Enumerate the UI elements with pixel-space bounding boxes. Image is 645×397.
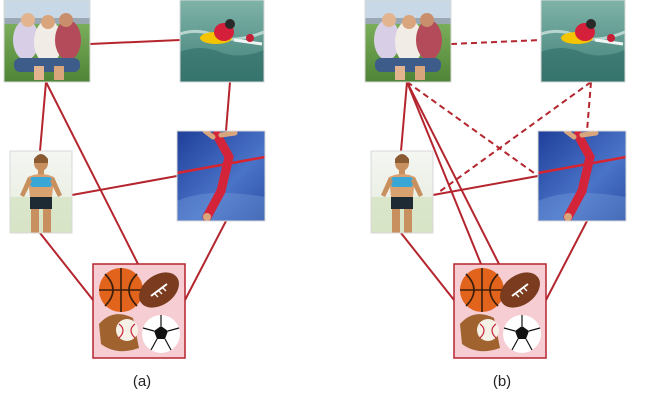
athletes-group-image — [365, 0, 451, 82]
high-jumper-image — [538, 131, 626, 221]
jetski-rider-frame — [179, 0, 265, 83]
edge-a-high-jumper-to-sports-balls-solid — [184, 220, 227, 301]
node-a-high-jumper — [176, 130, 266, 222]
nodes-layer — [3, 0, 627, 359]
sports-balls-image — [93, 264, 185, 358]
edge-a-fitness-woman-to-high-jumper-solid — [71, 175, 178, 196]
node-b-fitness-woman — [370, 150, 434, 234]
node-a-fitness-woman — [9, 150, 73, 234]
fitness-woman-image — [10, 151, 72, 233]
edge-b-athletes-group-to-sports-balls-solid — [406, 81, 500, 265]
node-b-sports-balls — [453, 263, 547, 359]
edge-b-jetski-rider-to-fitness-woman-dashed — [438, 81, 592, 193]
athletes-group-image — [4, 0, 90, 82]
high-jumper-frame — [537, 130, 627, 222]
fitness-woman-image — [371, 151, 433, 233]
edge-b-fitness-woman-to-high-jumper-solid — [432, 175, 539, 196]
edge-b-athletes-group-to-jetski-rider-dashed — [450, 39, 542, 45]
node-b-jetski-rider — [540, 0, 626, 83]
jetski-rider-frame — [540, 0, 626, 83]
edge-a-fitness-woman-to-sports-balls-solid — [39, 232, 94, 301]
edge-a-jetski-rider-to-high-jumper-solid — [225, 81, 231, 132]
node-a-athletes-group — [3, 0, 91, 83]
jetski-rider-image — [541, 0, 625, 82]
node-b-athletes-group — [364, 0, 452, 83]
athletes-group-frame — [364, 0, 452, 83]
edge-b-athletes-group-to-high-jumper-solid — [406, 81, 482, 265]
panel-a-label: (a) — [133, 373, 151, 390]
edge-a-athletes-group-to-sports-balls-solid — [45, 81, 139, 265]
panel-b-label: (b) — [493, 373, 511, 390]
sports-balls-frame — [453, 263, 547, 359]
sports-balls-frame — [92, 263, 186, 359]
high-jumper-image — [177, 131, 265, 221]
edge-a-athletes-group-to-fitness-woman-solid — [39, 81, 47, 152]
edge-b-high-jumper-to-sports-balls-solid — [545, 220, 588, 301]
edge-a-athletes-group-to-jetski-rider-solid — [89, 39, 181, 45]
edge-b-fitness-woman-to-sports-balls-solid — [400, 232, 455, 301]
edge-b-athletes-group-to-fitness-woman-solid — [400, 81, 408, 152]
athletes-group-frame — [3, 0, 91, 83]
edges-layer — [39, 39, 592, 301]
fitness-woman-frame — [370, 150, 434, 234]
high-jumper-frame — [176, 130, 266, 222]
fitness-woman-frame — [9, 150, 73, 234]
edge-b-athletes-group-to-high-jumper-dashed — [406, 81, 542, 179]
node-a-jetski-rider — [179, 0, 265, 83]
node-a-sports-balls — [92, 263, 186, 359]
sports-balls-image — [454, 264, 546, 358]
edge-b-jetski-rider-to-high-jumper-dashed — [586, 81, 592, 132]
jetski-rider-image — [180, 0, 264, 82]
node-b-high-jumper — [537, 130, 627, 222]
